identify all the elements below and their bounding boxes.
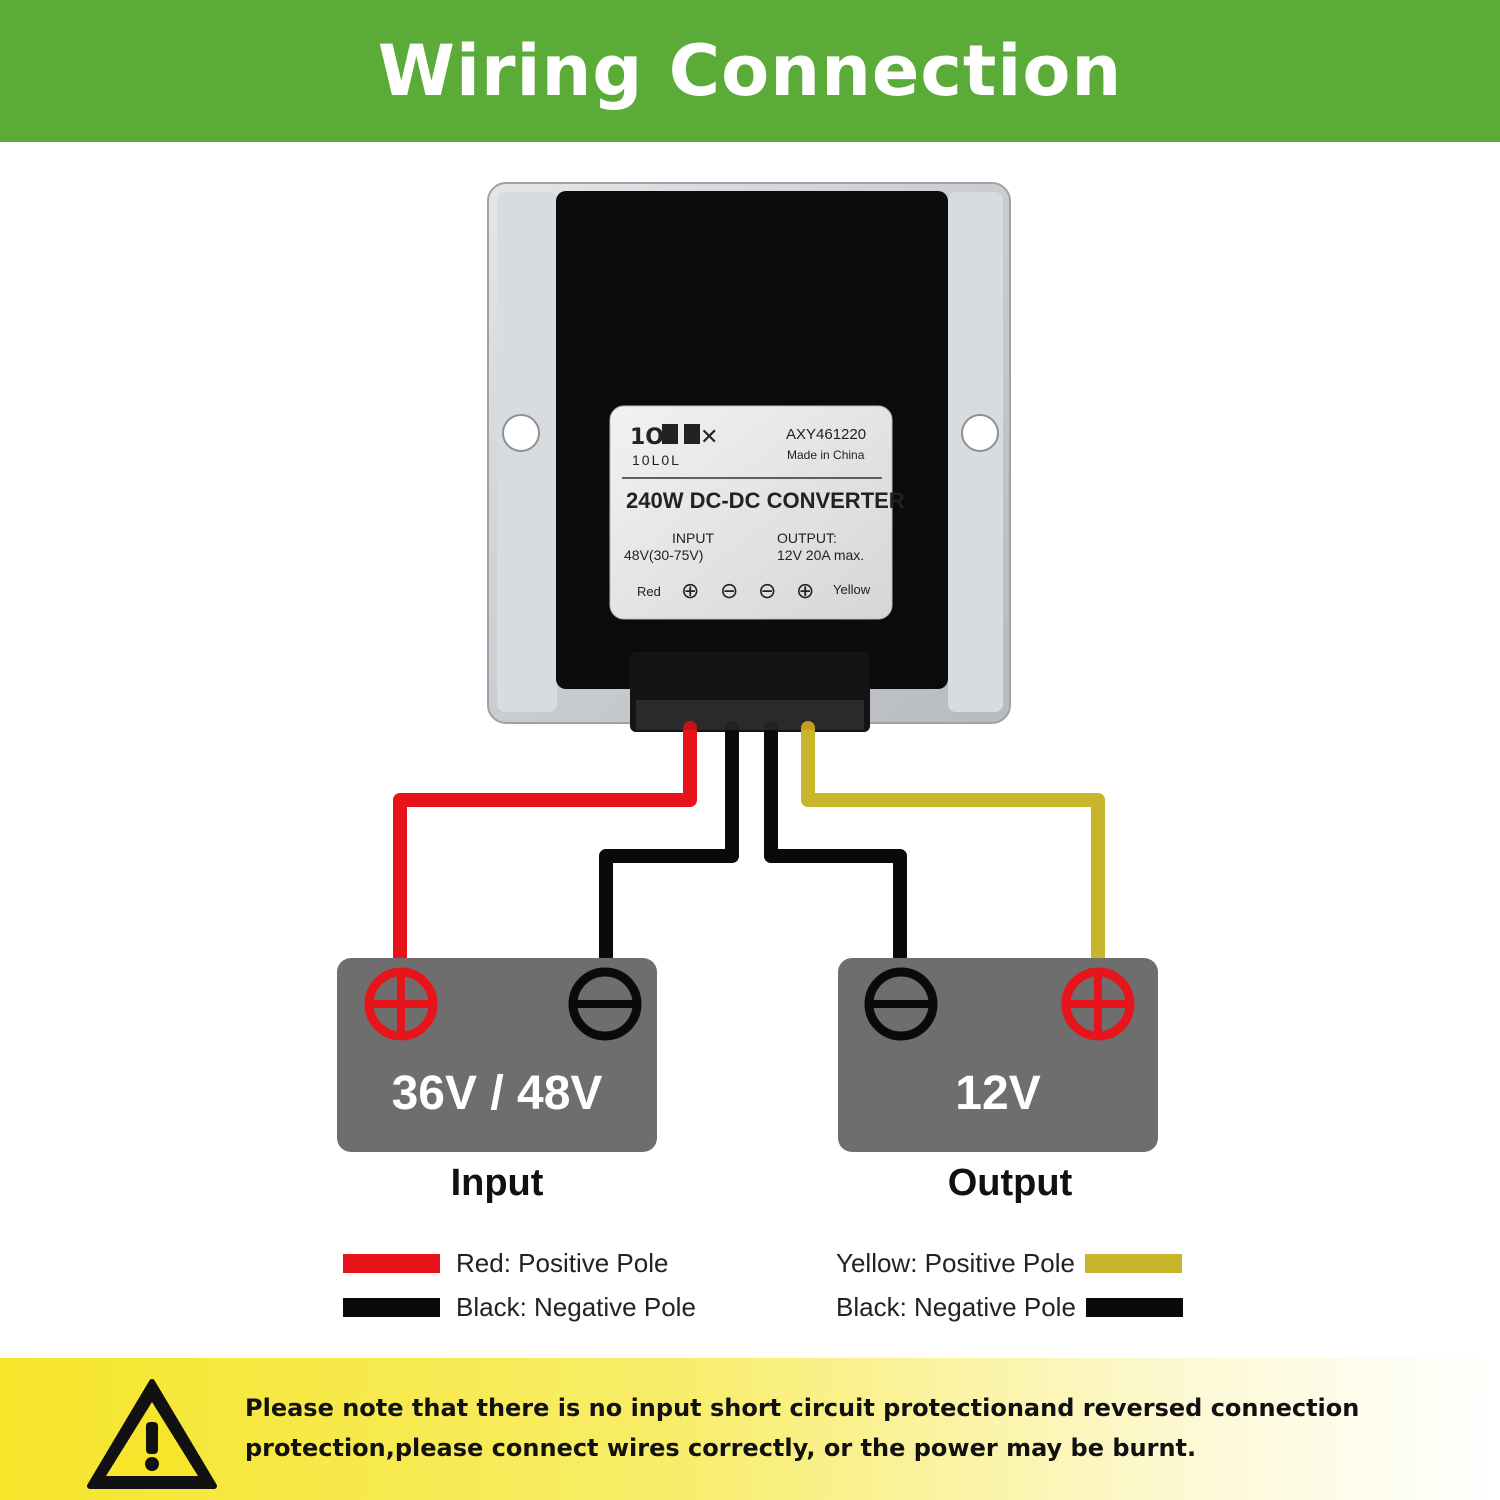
legend-item-yellow: Yellow: Positive Pole xyxy=(836,1248,1182,1278)
input-negative-terminal-icon xyxy=(568,967,642,1041)
black-swatch xyxy=(1085,1297,1183,1317)
legend-item-black-output: Black: Negative Pole xyxy=(836,1292,1183,1322)
input-battery xyxy=(337,958,657,1152)
mounting-hole-left xyxy=(502,414,540,452)
label-minus-icon: ⊖ xyxy=(720,578,739,603)
terminal-block xyxy=(630,652,870,735)
header-banner: Wiring Connection xyxy=(0,0,1500,142)
legend-label: Yellow: Positive Pole xyxy=(836,1247,1075,1278)
output-heading: OUTPUT: xyxy=(777,530,837,546)
yellow-terminal-label: Yellow xyxy=(833,582,871,597)
input-black-wire xyxy=(599,730,739,972)
wires xyxy=(393,730,1105,972)
label-plus-icon: ⊕ xyxy=(681,578,700,603)
label-plus-icon: ⊕ xyxy=(796,578,815,603)
output-battery xyxy=(838,958,1158,1152)
origin-text: Made in China xyxy=(787,448,865,462)
red-swatch xyxy=(343,1253,440,1273)
page-title: Wiring Connection xyxy=(377,30,1123,112)
input-positive-terminal-icon xyxy=(364,967,438,1041)
output-positive-terminal-icon xyxy=(1061,967,1135,1041)
output-spec: 12V 20A max. xyxy=(777,547,865,563)
svg-text:✕: ✕ xyxy=(700,425,718,450)
model-number: AXY461220 xyxy=(786,426,867,443)
legend-label: Black: Negative Pole xyxy=(456,1291,696,1322)
legend-item-black-input: Black: Negative Pole xyxy=(343,1292,696,1322)
output-black-wire xyxy=(764,730,907,972)
output-battery-voltage: 12V xyxy=(955,1067,1041,1120)
output-negative-terminal-icon xyxy=(864,967,938,1041)
svg-text:1O: 1O xyxy=(630,425,664,450)
product-name: 240W DC-DC CONVERTER xyxy=(626,488,905,513)
brand-text: 10L0L xyxy=(632,452,681,468)
warning-banner: Please note that there is no input short… xyxy=(0,1358,1500,1500)
warning-text: Please note that there is no input short… xyxy=(245,1394,1360,1462)
brand-logo: 1O ✕ xyxy=(630,424,718,450)
yellow-wire xyxy=(801,730,1105,972)
red-wire xyxy=(393,730,697,972)
red-terminal-label: Red xyxy=(637,584,661,599)
yellow-swatch xyxy=(1084,1253,1182,1273)
wiring-diagram: 1O ✕ xyxy=(337,182,1158,1152)
warning-triangle-icon xyxy=(87,1379,217,1489)
label-minus-icon: ⊖ xyxy=(758,578,777,603)
input-spec: 48V(30-75V) xyxy=(624,547,704,563)
legend-label: Red: Positive Pole xyxy=(456,1247,669,1278)
product-label: 1O ✕ xyxy=(609,405,893,620)
input-caption: Input xyxy=(450,1162,544,1204)
input-heading: INPUT xyxy=(672,530,714,546)
legend-item-red: Red: Positive Pole xyxy=(343,1248,668,1278)
legend-label: Black: Negative Pole xyxy=(836,1291,1076,1322)
black-swatch xyxy=(343,1297,440,1317)
mounting-hole-right xyxy=(961,414,999,452)
input-battery-voltage: 36V / 48V xyxy=(391,1067,603,1120)
output-caption: Output xyxy=(947,1162,1073,1204)
